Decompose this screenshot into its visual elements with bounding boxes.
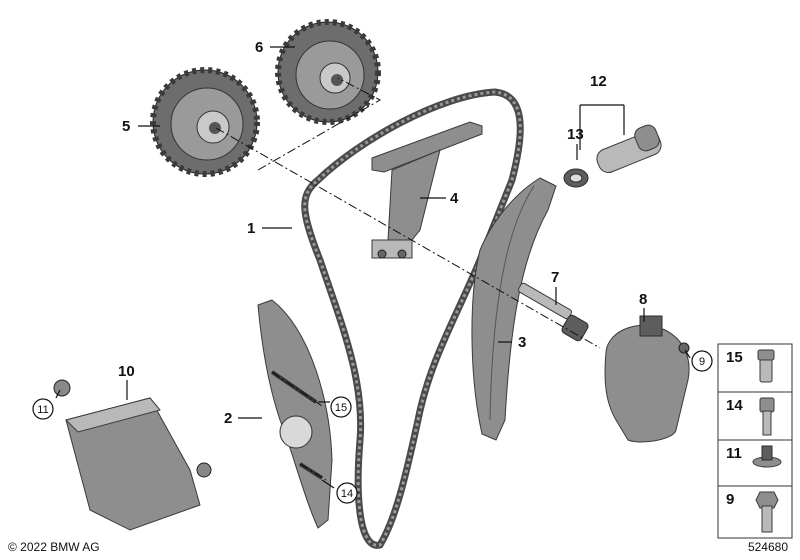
callout-6[interactable]: 6: [255, 39, 263, 56]
chain-tensioner-12: [596, 124, 662, 173]
callout-7[interactable]: 7: [551, 269, 559, 286]
callout-3[interactable]: 3: [518, 334, 526, 351]
legend-item-15[interactable]: 15: [726, 349, 775, 383]
tensioner-rail-3: [471, 177, 557, 441]
svg-text:14: 14: [726, 397, 743, 414]
sealing-ring-13: [563, 168, 589, 188]
fastener-legend: 15 14 11 9: [717, 343, 793, 539]
svg-text:11: 11: [726, 445, 742, 462]
svg-text:15: 15: [335, 402, 347, 414]
callout-10[interactable]: 10: [118, 363, 135, 380]
legend-item-9[interactable]: 9: [726, 491, 779, 533]
guide-rail-2: [257, 299, 333, 529]
diagram-id: 524680: [747, 540, 788, 554]
svg-text:11: 11: [37, 404, 48, 416]
svg-text:15: 15: [726, 349, 743, 366]
timing-chain-1: [301, 88, 524, 549]
camshaft-sensor-8: [604, 315, 690, 443]
callout-11-circled[interactable]: 11: [32, 398, 54, 420]
actuator-10: [53, 379, 212, 531]
callout-4[interactable]: 4: [450, 190, 459, 207]
callout-2[interactable]: 2: [224, 410, 232, 427]
legend-item-14[interactable]: 14: [726, 397, 775, 436]
callout-1[interactable]: 1: [247, 220, 255, 237]
callout-15-circled[interactable]: 15: [330, 396, 352, 418]
callout-14-circled[interactable]: 14: [336, 482, 358, 504]
bolt-7: [517, 282, 589, 342]
svg-text:9: 9: [726, 491, 734, 508]
guide-rail-4: [371, 121, 483, 259]
svg-text:9: 9: [699, 356, 705, 368]
camshaft-sprocket-6: [275, 19, 381, 125]
callout-9-circled[interactable]: 9: [691, 350, 713, 372]
callout-8[interactable]: 8: [639, 291, 647, 308]
svg-text:14: 14: [341, 488, 353, 500]
callout-13[interactable]: 13: [567, 126, 584, 143]
callout-5[interactable]: 5: [122, 118, 130, 135]
callout-numbers: 1 2 3 4 5 6 7 8 10 12 13 9 11 14 15: [32, 39, 713, 504]
callout-leaders: [55, 46, 691, 489]
center-axis-lines: [215, 77, 601, 481]
camshaft-sprocket-5: [150, 67, 260, 177]
copyright-text: © 2022 BMW AG: [8, 540, 100, 554]
legend-item-11[interactable]: 11: [726, 445, 782, 468]
callout-12[interactable]: 12: [590, 73, 607, 90]
